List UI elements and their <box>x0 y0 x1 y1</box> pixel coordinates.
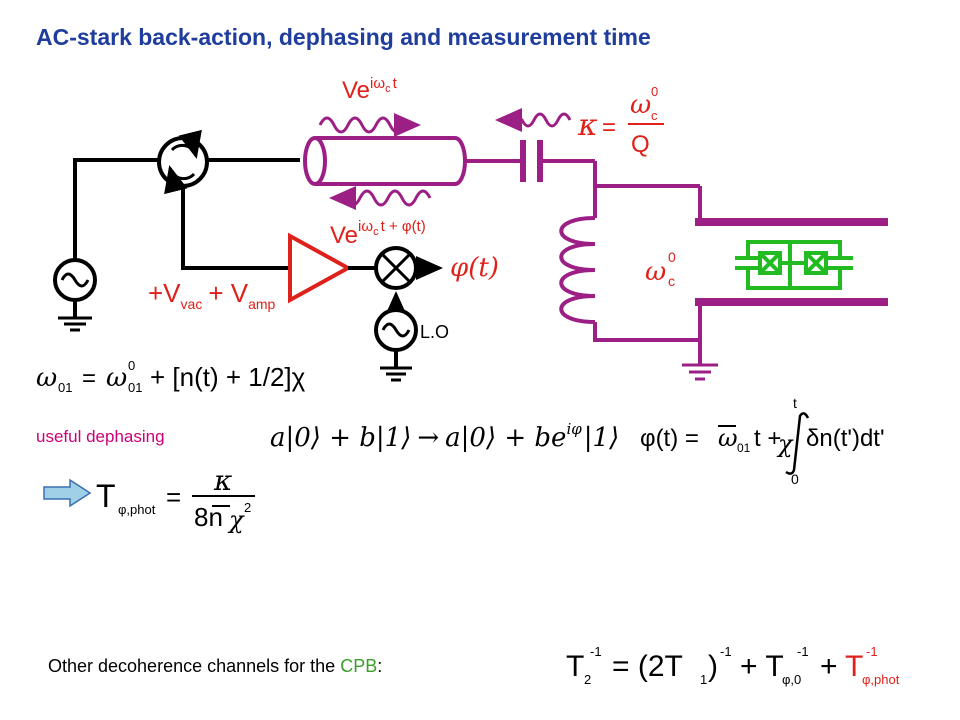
svg-text:φ,0: φ,0 <box>782 672 801 687</box>
svg-text:t +: t + <box>754 425 781 452</box>
source-wiring <box>73 158 300 318</box>
svg-text:8n: 8n <box>194 502 223 532</box>
microwave-source <box>53 258 97 332</box>
svg-text:φ,phot: φ,phot <box>118 502 156 517</box>
mixer <box>374 246 418 290</box>
useful-dephasing-label: useful dephasing <box>36 427 165 446</box>
svg-text:1: 1 <box>700 672 707 687</box>
svg-text:0: 0 <box>668 249 676 265</box>
result-arrow <box>43 478 92 508</box>
svg-text:ω: ω <box>718 424 738 452</box>
svg-text:χ: χ <box>227 506 245 534</box>
svg-text:-1: -1 <box>590 644 602 659</box>
lc-resonator <box>559 186 888 381</box>
footer-colon: : <box>377 656 383 676</box>
slide-title: AC-stark back-action, dephasing and meas… <box>36 24 651 50</box>
outgoing-wave <box>329 186 432 210</box>
kappa-formula: κ = ω 0 c Q <box>577 84 664 158</box>
svg-text:Q: Q <box>631 131 650 158</box>
svg-text:+: + <box>820 650 838 683</box>
svg-text:0: 0 <box>128 358 135 373</box>
svg-text:ω: ω <box>36 363 57 393</box>
decoherence-formula: T 2 -1 = (2T 1 ) -1 + T φ,0 -1 + T φ,pho… <box>566 644 900 687</box>
svg-text:χ: χ <box>776 430 794 458</box>
svg-text:=: = <box>166 482 181 512</box>
svg-text:c: c <box>651 108 658 123</box>
amplifier <box>288 232 353 304</box>
svg-text:-1: -1 <box>720 644 732 659</box>
svg-text:κ: κ <box>213 464 232 497</box>
svg-text:01: 01 <box>128 380 142 395</box>
local-oscillator <box>374 308 418 382</box>
t-phot-formula: T φ,phot = κ 8n χ 2 <box>96 464 255 534</box>
svg-text:=: = <box>602 114 616 141</box>
phase-integral-equation: φ(t) = ω 01 t + χ t 0 δn(t')dt' <box>640 395 885 487</box>
svg-text:+ [n(t) + 1/2]χ: + [n(t) + 1/2]χ <box>150 362 306 392</box>
svg-text:01: 01 <box>737 441 751 455</box>
state-evolution-equation: a|0⟩ + b|1⟩→a|0⟩ + beiφ|1⟩ <box>270 420 619 453</box>
svg-text:φ,phot: φ,phot <box>862 672 900 687</box>
cooper-pair-box <box>735 240 853 290</box>
svg-text:ω: ω <box>106 363 127 393</box>
noise-label: +Vvac+ Vamp <box>148 278 276 312</box>
phase-output-label: φ(t) <box>450 253 499 283</box>
svg-text:δn(t')dt': δn(t')dt' <box>806 425 885 452</box>
cpb-label: CPB <box>340 656 378 676</box>
resonator-frequency-label: ω 0 c <box>645 249 676 289</box>
svg-text:): ) <box>708 650 718 683</box>
circulator <box>157 129 209 195</box>
svg-text:a|0⟩ + b|1⟩→a|0⟩ + beiφ|1⟩: a|0⟩ + b|1⟩→a|0⟩ + beiφ|1⟩ <box>270 420 619 453</box>
svg-text:01: 01 <box>58 380 72 395</box>
footer-text: Other decoherence channels for the CPB: <box>48 656 382 677</box>
footer-label: Other decoherence channels for the <box>48 656 336 676</box>
incoming-wave <box>318 113 421 137</box>
svg-text:-1: -1 <box>797 644 809 659</box>
svg-text:T: T <box>845 650 863 683</box>
svg-text:T: T <box>566 650 584 683</box>
svg-text:κ: κ <box>577 108 598 143</box>
svg-text:c: c <box>668 273 675 289</box>
svg-text:T: T <box>96 478 116 514</box>
svg-text:+ T: + T <box>740 650 784 683</box>
svg-text:2: 2 <box>584 672 591 687</box>
svg-text:ω: ω <box>645 257 666 287</box>
svg-text:= (2T: = (2T <box>612 650 683 683</box>
svg-text:2: 2 <box>244 500 251 515</box>
lo-label: L.O <box>420 322 449 342</box>
svg-text:φ(t) =: φ(t) = <box>640 425 699 452</box>
leak-wave <box>495 108 572 132</box>
svg-text:=: = <box>82 365 96 392</box>
omega01-equation: ω 01 = ω 0 01 + [n(t) + 1/2]χ <box>36 358 306 395</box>
svg-text:-1: -1 <box>866 644 878 659</box>
svg-text:0: 0 <box>651 84 658 99</box>
svg-text:ω: ω <box>630 90 651 120</box>
svg-text:t: t <box>793 395 797 411</box>
svg-text:0: 0 <box>791 471 799 487</box>
